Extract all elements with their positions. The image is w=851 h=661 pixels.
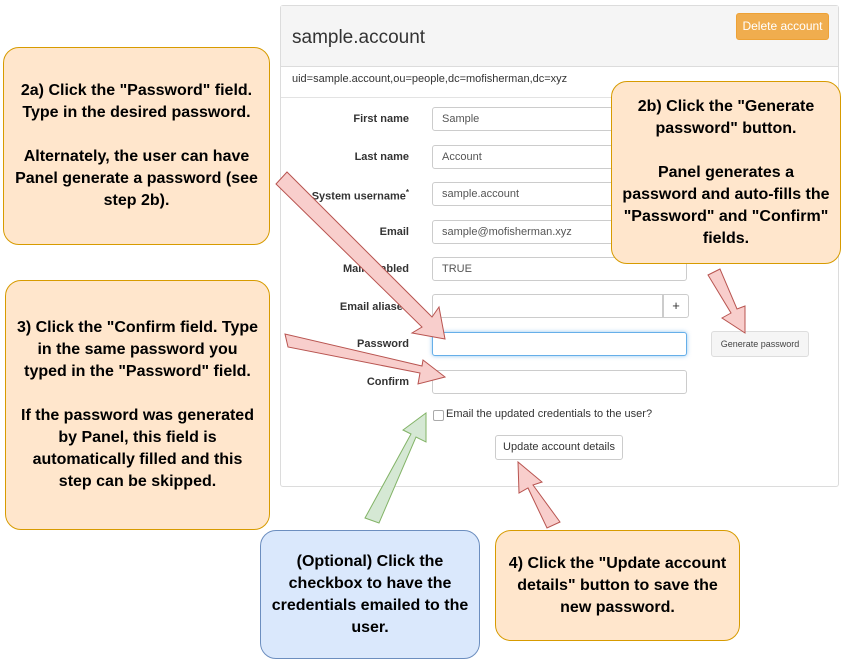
confirm-field[interactable] xyxy=(432,370,687,394)
callout-optional-step: (Optional) Click the checkbox to have th… xyxy=(260,530,480,659)
password-field[interactable] xyxy=(432,332,687,356)
callout-step-2a: 2a) Click the "Password" field. Type in … xyxy=(3,47,270,245)
callout-step-2b: 2b) Click the "Generate password" button… xyxy=(611,81,841,264)
panel-header: sample.account Delete account xyxy=(281,6,838,67)
system-username-label-text: System username xyxy=(311,190,406,203)
mail-enabled-label: Mail enabled xyxy=(342,263,409,275)
system-username-label: System username* xyxy=(281,188,409,203)
callout-step-3: 3) Click the "Confirm field. Type in the… xyxy=(5,280,270,530)
first-name-label: First name xyxy=(353,113,409,125)
add-alias-button[interactable]: + xyxy=(663,294,689,318)
email-aliases-field[interactable] xyxy=(432,294,663,318)
update-account-button[interactable]: Update account details xyxy=(495,435,623,460)
callout-step-4: 4) Click the "Update account details" bu… xyxy=(495,530,740,641)
email-aliases-label: Email aliases xyxy=(339,301,409,313)
last-name-label: Last name xyxy=(354,151,409,163)
email-credentials-checkbox[interactable] xyxy=(433,410,444,421)
required-mark: * xyxy=(405,188,409,197)
divider xyxy=(281,97,838,98)
email-credentials-label: Email the updated credentials to the use… xyxy=(446,408,653,420)
page-title: sample.account xyxy=(292,27,426,48)
generate-password-button[interactable]: Generate password xyxy=(711,331,809,357)
distinguished-name: uid=sample.account,ou=people,dc=mofisher… xyxy=(292,73,568,85)
email-label: Email xyxy=(379,226,409,238)
delete-account-button[interactable]: Delete account xyxy=(736,13,829,40)
password-label: Password xyxy=(357,338,409,350)
confirm-label: Confirm xyxy=(366,376,409,388)
